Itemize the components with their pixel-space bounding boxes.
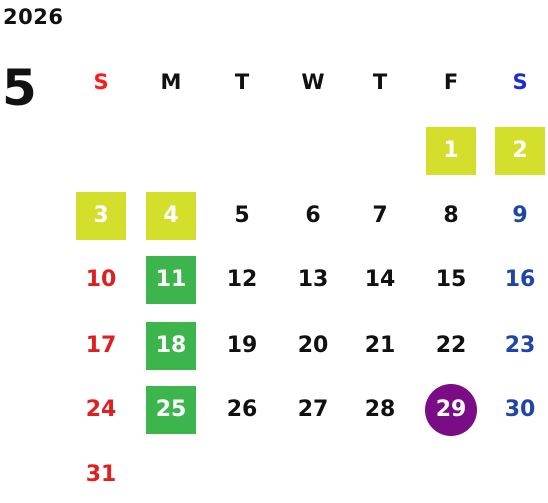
day-cell-18[interactable]: 18 xyxy=(146,322,196,370)
day-cell-10[interactable]: 10 xyxy=(85,267,117,292)
weekday-header-wed: W xyxy=(301,69,325,94)
day-cell-19[interactable]: 19 xyxy=(226,333,258,358)
year-label: 2026 xyxy=(3,5,64,29)
weekday-header-sat: S xyxy=(512,69,528,94)
day-cell-28[interactable]: 28 xyxy=(364,397,396,422)
day-cell-8[interactable]: 8 xyxy=(443,203,459,228)
day-cell-4[interactable]: 4 xyxy=(146,192,196,240)
day-cell-15[interactable]: 15 xyxy=(435,267,467,292)
day-cell-5[interactable]: 5 xyxy=(234,203,250,228)
day-cell-31[interactable]: 31 xyxy=(85,462,117,487)
weekday-header-fri: F xyxy=(443,69,459,94)
day-cell-12[interactable]: 12 xyxy=(226,267,258,292)
day-cell-25[interactable]: 25 xyxy=(146,386,196,434)
day-cell-3[interactable]: 3 xyxy=(76,192,126,240)
day-cell-1[interactable]: 1 xyxy=(426,127,476,175)
day-cell-20[interactable]: 20 xyxy=(297,333,329,358)
day-cell-13[interactable]: 13 xyxy=(297,267,329,292)
day-cell-11[interactable]: 11 xyxy=(146,256,196,304)
weekday-header-tue: T xyxy=(234,69,250,94)
day-cell-22[interactable]: 22 xyxy=(435,333,467,358)
day-cell-27[interactable]: 27 xyxy=(297,397,329,422)
day-cell-26[interactable]: 26 xyxy=(226,397,258,422)
day-cell-30[interactable]: 30 xyxy=(504,397,536,422)
day-cell-29[interactable]: 29 xyxy=(425,384,477,436)
weekday-header-sun: S xyxy=(93,69,109,94)
day-cell-9[interactable]: 9 xyxy=(512,203,528,228)
day-cell-6[interactable]: 6 xyxy=(305,203,321,228)
day-cell-24[interactable]: 24 xyxy=(85,397,117,422)
month-number: 5 xyxy=(2,59,37,117)
day-cell-23[interactable]: 23 xyxy=(504,333,536,358)
day-cell-16[interactable]: 16 xyxy=(504,267,536,292)
day-cell-7[interactable]: 7 xyxy=(372,203,388,228)
day-cell-2[interactable]: 2 xyxy=(495,127,545,175)
day-cell-14[interactable]: 14 xyxy=(364,267,396,292)
weekday-header-thu: T xyxy=(372,69,388,94)
day-cell-21[interactable]: 21 xyxy=(364,333,396,358)
day-cell-17[interactable]: 17 xyxy=(85,333,117,358)
weekday-header-mon: M xyxy=(160,69,182,94)
